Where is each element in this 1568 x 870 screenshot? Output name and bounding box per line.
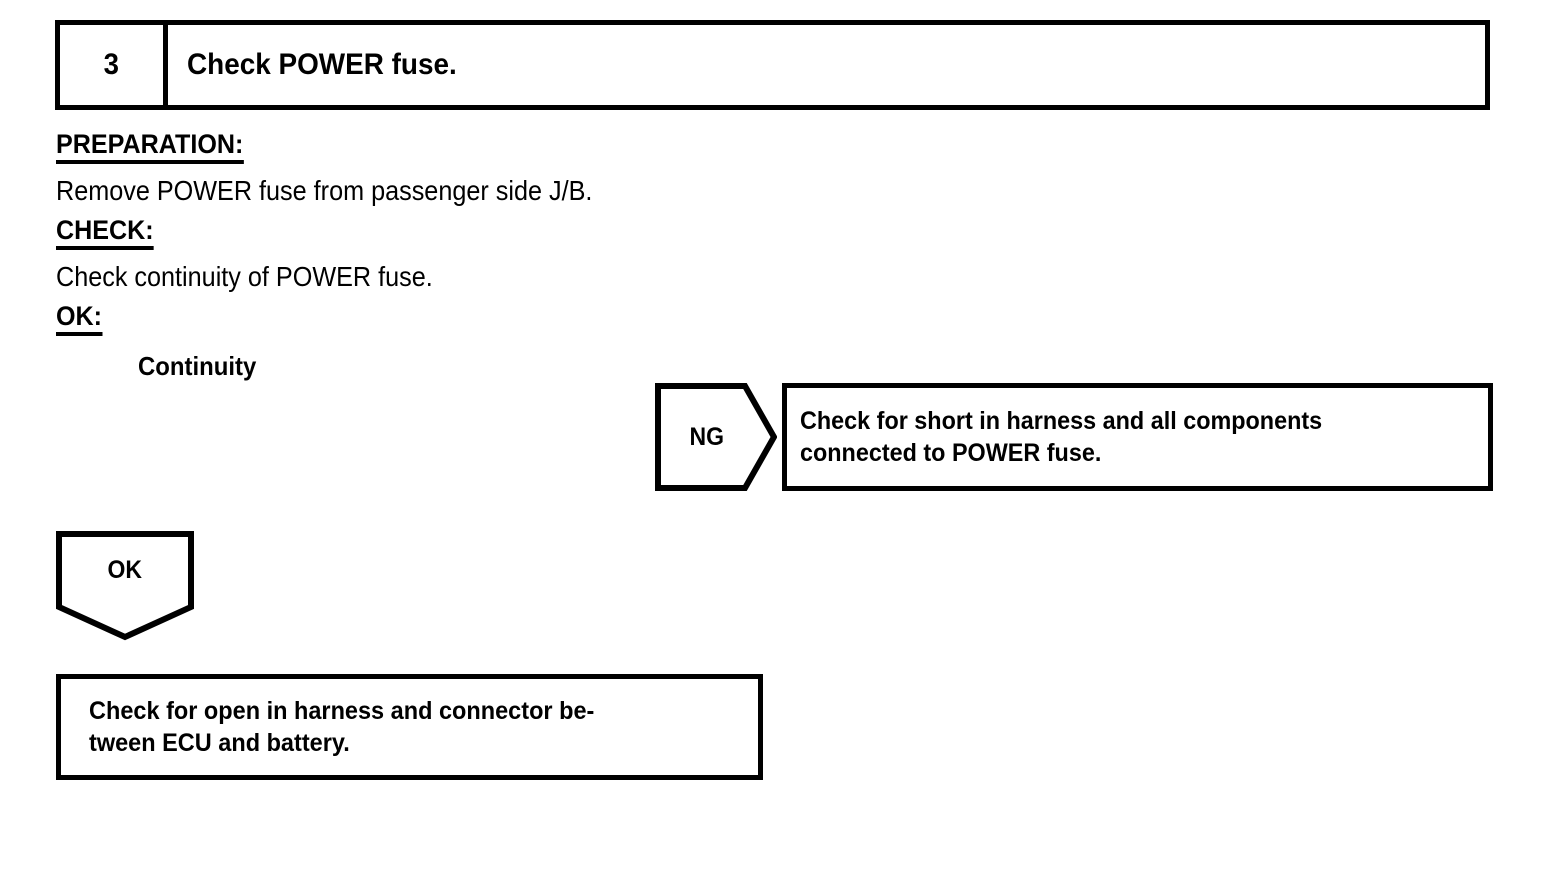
preparation-label: PREPARATION:	[56, 131, 244, 164]
ok-result-box: Check for open in harness and connector …	[56, 674, 763, 780]
check-text: Check continuity of POWER fuse.	[56, 261, 433, 292]
ok-value-row: Continuity	[56, 343, 956, 393]
ng-arrow-shape	[655, 383, 777, 491]
ok-result-line-2: tween ECU and battery.	[89, 729, 350, 757]
ok-arrow-shape	[56, 531, 194, 641]
ok-label: OK:	[56, 303, 103, 336]
ok-result-line-1: Check for open in harness and connector …	[89, 697, 595, 725]
ok-heading-row: OK:	[56, 303, 956, 343]
step-number: 3	[103, 48, 120, 81]
check-label: CHECK:	[56, 217, 154, 250]
check-heading-row: CHECK:	[56, 217, 956, 257]
step-detail-block: PREPARATION: Remove POWER fuse from pass…	[56, 131, 956, 393]
ng-result-line-1: Check for short in harness and all compo…	[800, 407, 1323, 435]
ng-result-box: Check for short in harness and all compo…	[782, 383, 1493, 491]
ok-value: Continuity	[138, 351, 257, 381]
check-text-row: Check continuity of POWER fuse.	[56, 257, 956, 303]
preparation-text-row: Remove POWER fuse from passenger side J/…	[56, 171, 956, 217]
ok-arrow-icon	[56, 531, 194, 641]
ng-result-line-2: connected to POWER fuse.	[800, 439, 1102, 467]
preparation-text: Remove POWER fuse from passenger side J/…	[56, 175, 593, 206]
step-header-box: 3 Check POWER fuse.	[55, 20, 1490, 110]
ng-arrow-icon	[655, 383, 777, 491]
preparation-heading-row: PREPARATION:	[56, 131, 956, 171]
step-title-cell: Check POWER fuse.	[173, 25, 1485, 105]
step-title: Check POWER fuse.	[187, 48, 457, 81]
step-number-cell: 3	[60, 25, 168, 105]
